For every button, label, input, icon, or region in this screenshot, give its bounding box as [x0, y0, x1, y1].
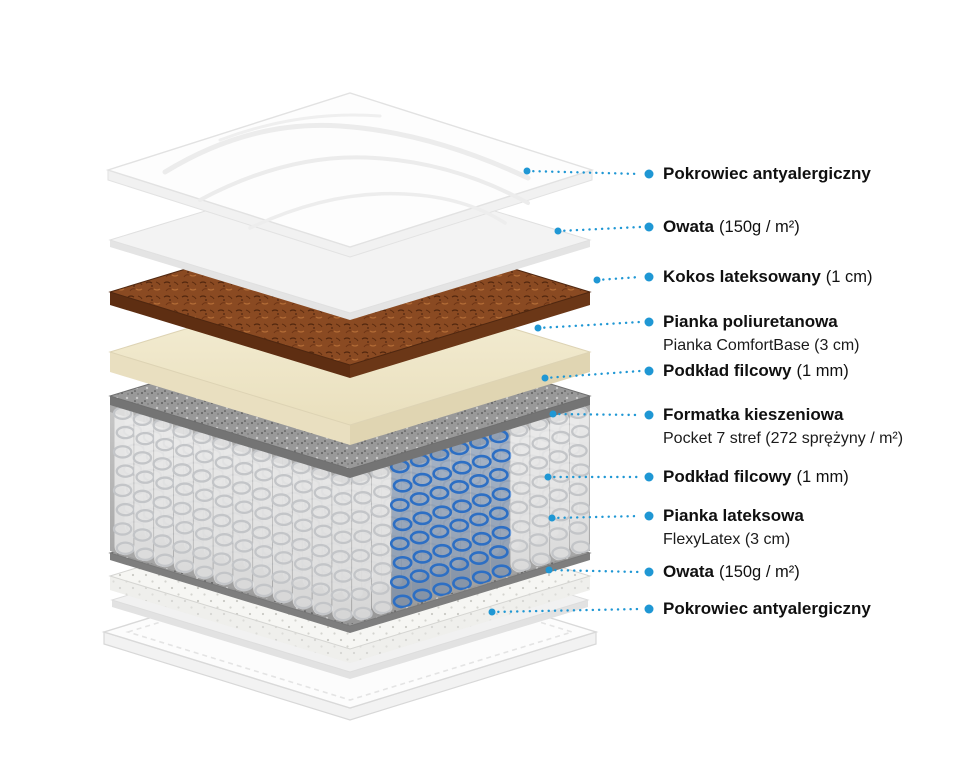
front-spring-row [112, 405, 590, 622]
label-bold: Pianka lateksowa [663, 506, 804, 525]
label-detail: (1 mm) [796, 362, 849, 380]
label-detail: (1 cm) [825, 268, 873, 286]
label-bold: Owata [663, 217, 715, 236]
label-detail: (150g / m²) [719, 563, 800, 581]
label-wadding-bottom: Owata(150g / m²) [663, 560, 800, 585]
label-pu-foam: Pianka poliuretanowa Pianka ComfortBase … [663, 310, 860, 357]
label-cover-top: Pokrowiec antyalergiczny [663, 162, 871, 187]
label-pocket-springs: Formatka kieszeniowa Pocket 7 stref (272… [663, 403, 903, 450]
label-felt-lower: Podkład filcowy(1 mm) [663, 465, 849, 490]
label-sub: Pocket 7 stref (272 sprężyny / m²) [663, 430, 904, 447]
label-bold: Podkład filcowy [663, 361, 792, 380]
layer-top-cover [105, 92, 595, 258]
layer-pocket-springs [110, 398, 590, 624]
label-latex-foam: Pianka lateksowa FlexyLatex (3 cm) [663, 504, 804, 551]
label-bold: Pokrowiec antyalergiczny [663, 164, 871, 183]
label-sub: FlexyLatex (3 cm) [663, 531, 791, 548]
label-bold: Podkład filcowy [663, 467, 792, 486]
label-bold: Owata [663, 562, 715, 581]
label-coconut: Kokos lateksowany(1 cm) [663, 265, 873, 290]
label-cover-bottom: Pokrowiec antyalergiczny [663, 597, 871, 622]
label-detail: (1 mm) [796, 468, 849, 486]
label-bold: Kokos lateksowany [663, 267, 821, 286]
label-sub: Pianka ComfortBase (3 cm) [663, 337, 860, 354]
label-wadding-top: Owata(150g / m²) [663, 215, 800, 240]
label-detail: (150g / m²) [719, 218, 800, 236]
label-bold: Pianka poliuretanowa [663, 312, 838, 331]
label-bold: Formatka kieszeniowa [663, 405, 844, 424]
label-bold: Pokrowiec antyalergiczny [663, 599, 871, 618]
leader-lines [488, 167, 654, 616]
label-felt-upper: Podkład filcowy(1 mm) [663, 359, 849, 384]
